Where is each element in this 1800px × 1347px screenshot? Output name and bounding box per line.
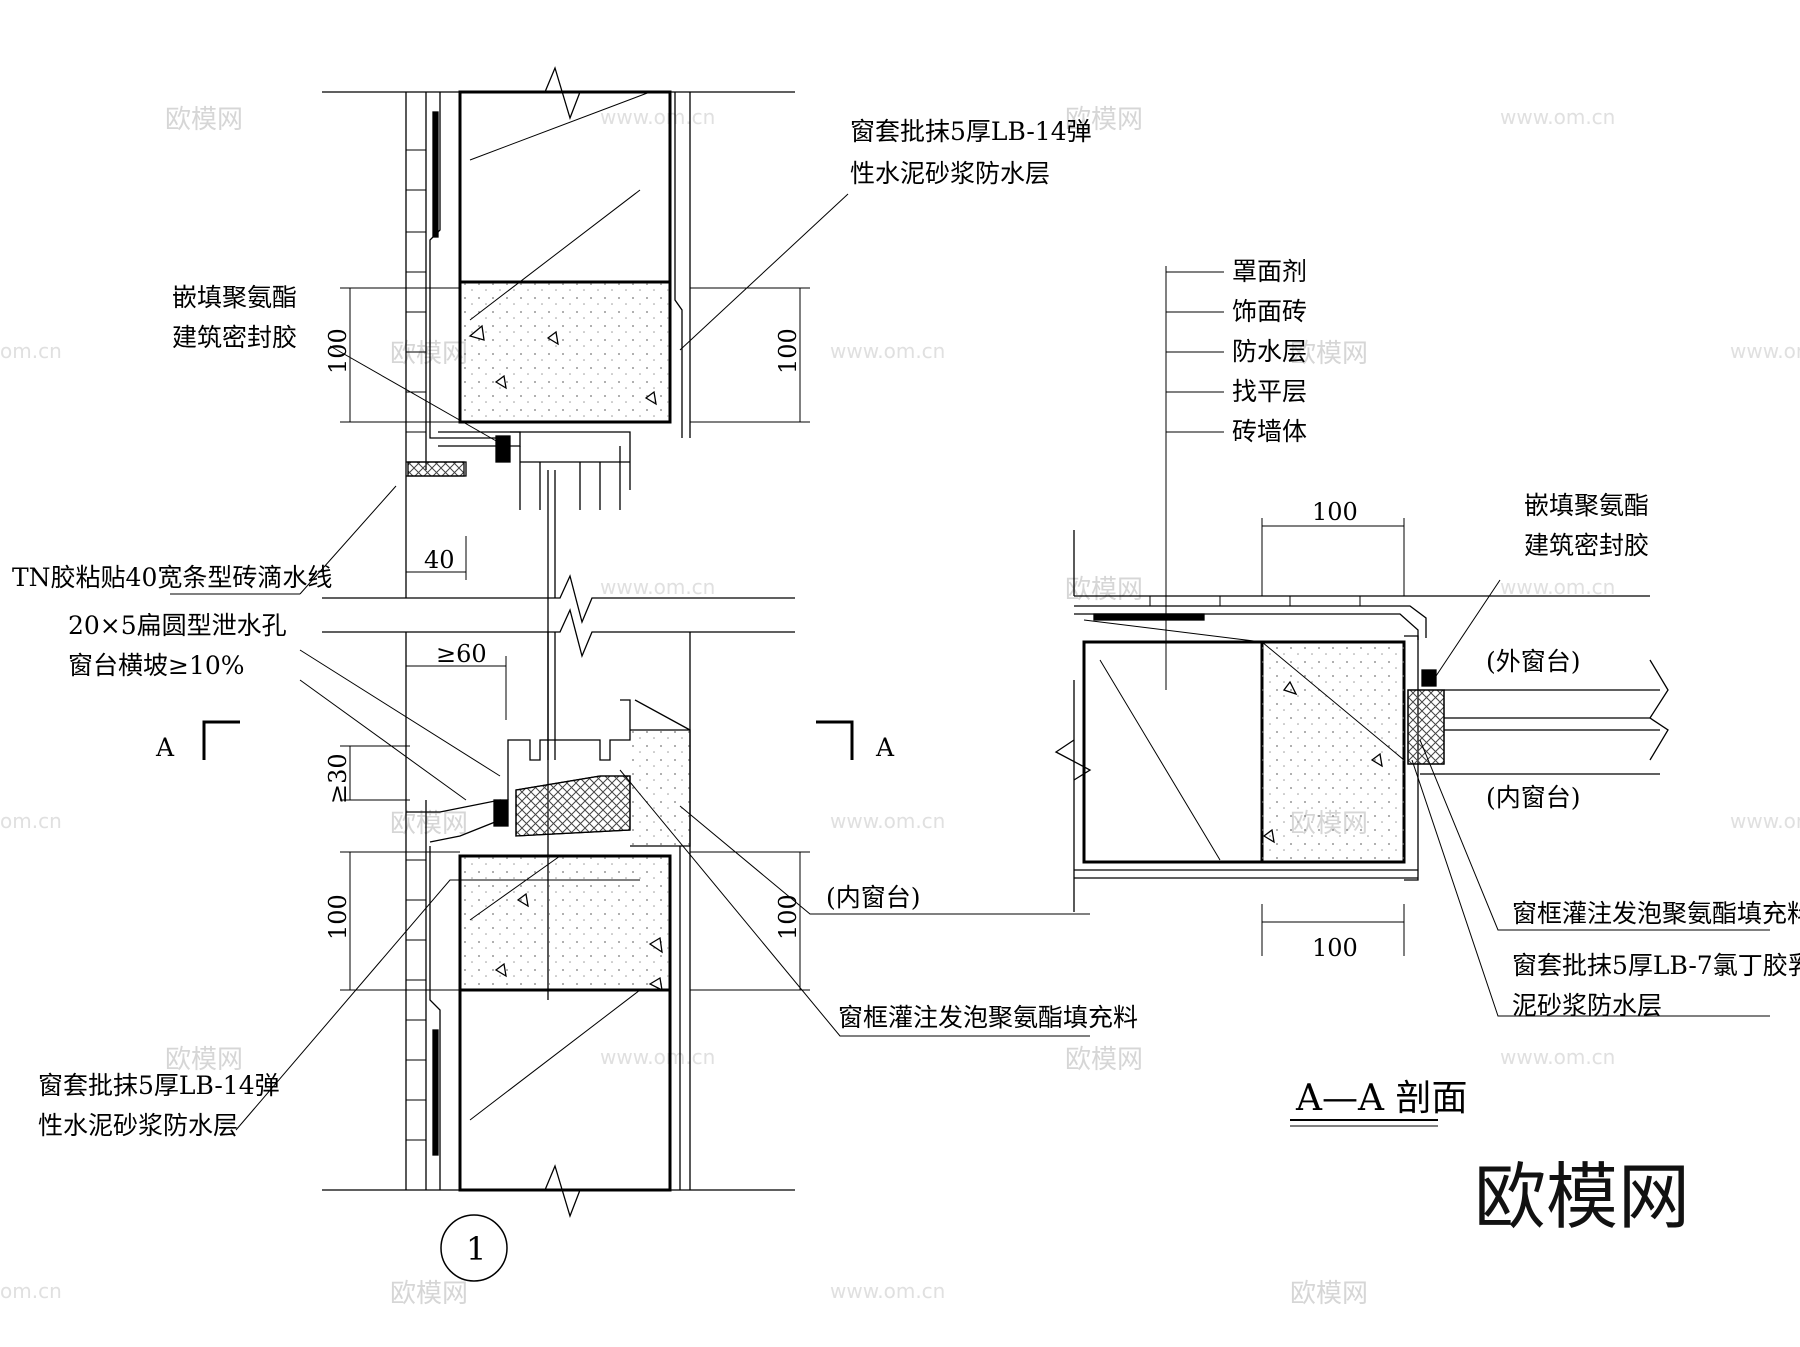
watermark-brand: 欧模网 [165, 105, 243, 135]
watermark-url: www.om.cn [1730, 339, 1800, 363]
watermark-brand: 欧模网 [1290, 1279, 1368, 1309]
layer-label: 罩面剂 [1232, 257, 1307, 286]
detail-1-elevation [170, 66, 1090, 1282]
label-outer-sill: (外窗台) [1486, 647, 1581, 676]
layer-label: 防水层 [1232, 337, 1307, 366]
label-sealant-line1: 嵌填聚氨酯 [1524, 491, 1649, 520]
detail-1-labels: 窗套批抹5厚LB-14弹 性水泥砂浆防水层 嵌填聚氨酯 建筑密封胶 TN胶粘贴4… [12, 117, 1138, 1268]
watermark-brand: 欧模网 [390, 1279, 468, 1309]
watermark-brand: 欧模网 [1065, 575, 1143, 605]
layer-label: 砖墙体 [1232, 417, 1307, 446]
watermark-url: om.cn [0, 1279, 62, 1303]
label-sealant-line2: 建筑密封胶 [172, 323, 297, 352]
watermark-brand: 欧模网 [1065, 1045, 1143, 1075]
label-foam-fill: 窗框灌注发泡聚氨酯填充料 [1512, 899, 1800, 928]
label-waterproof-bottom-line2: 性水泥砂浆防水层 [38, 1111, 238, 1140]
label-waterproof-top-line2: 性水泥砂浆防水层 [850, 159, 1050, 188]
section-title: A—A 剖面 [1295, 1078, 1467, 1119]
watermark-url: www.om.cn [600, 575, 715, 599]
watermark-url: www.om.cn [1730, 809, 1800, 833]
label-sealant-line2: 建筑密封胶 [1524, 531, 1649, 560]
label-drip-line: TN胶粘贴40宽条型砖滴水线 [12, 563, 332, 592]
label-waterproof-bottom-line1: 窗套批抹5厚LB-14弹 [38, 1071, 280, 1100]
watermark-url: www.om.cn [1500, 105, 1615, 129]
label-foam-fill: 窗框灌注发泡聚氨酯填充料 [838, 1003, 1138, 1032]
label-inner-sill: (内窗台) [1486, 783, 1581, 812]
section-mark-right: A [875, 733, 895, 762]
detail-number: 1 [466, 1230, 486, 1268]
layer-label: 找平层 [1232, 377, 1307, 406]
watermark-url: www.om.cn [600, 1045, 715, 1069]
layer-label: 饰面砖 [1232, 297, 1307, 326]
watermark-layer: 欧模网 欧模网 欧模网 欧模网 欧模网 欧模网 欧模网 欧模网 欧模网 欧模网 … [0, 105, 1800, 1309]
label-waterproof-line2: 泥砂浆防水层 [1512, 991, 1662, 1020]
label-sill-slope: 窗台横坡≥10% [68, 651, 245, 680]
dim-30: ≥30 [324, 753, 352, 804]
dim-40: 40 [424, 546, 455, 574]
section-labels: 罩面剂 饰面砖 防水层 找平层 砖墙体 100 100 嵌填聚氨酯 建筑密封胶 … [1232, 257, 1800, 1119]
section-a-a [1054, 266, 1770, 1127]
section-mark-left: A [155, 733, 175, 762]
watermark-url: www.om.cn [830, 339, 945, 363]
label-inner-sill: (内窗台) [826, 883, 921, 912]
watermark-url: www.om.cn [830, 1279, 945, 1303]
watermark-url: www.om.cn [830, 809, 945, 833]
dim-100-upper-left: 100 [324, 328, 352, 374]
watermark-brand: 欧模网 [165, 1045, 243, 1075]
label-sealant-line1: 嵌填聚氨酯 [172, 283, 297, 312]
dim-100-top: 100 [1312, 498, 1358, 526]
brand-logo-text: 欧模网 [1474, 1155, 1690, 1239]
dim-100-bottom: 100 [1312, 934, 1358, 962]
dim-100-lower-left: 100 [324, 894, 352, 940]
label-waterproof-top-line1: 窗套批抹5厚LB-14弹 [850, 117, 1092, 146]
label-weep-hole: 20×5扁圆型泄水孔 [68, 611, 287, 640]
watermark-url: www.om.cn [600, 105, 715, 129]
watermark-url: om.cn [0, 339, 62, 363]
watermark-url: om.cn [0, 809, 62, 833]
watermark-brand: 欧模网 [1065, 105, 1143, 135]
watermark-brand: 欧模网 [390, 339, 468, 369]
watermark-brand: 欧模网 [1290, 339, 1368, 369]
watermark-brand: 欧模网 [390, 809, 468, 839]
label-waterproof-line1: 窗套批抹5厚LB-7氯丁胶乳水 [1512, 951, 1800, 980]
dim-100-lower-right: 100 [774, 894, 802, 940]
dim-60: ≥60 [436, 640, 487, 668]
dim-100-upper-right: 100 [774, 328, 802, 374]
watermark-url: www.om.cn [1500, 575, 1615, 599]
watermark-url: www.om.cn [1500, 1045, 1615, 1069]
